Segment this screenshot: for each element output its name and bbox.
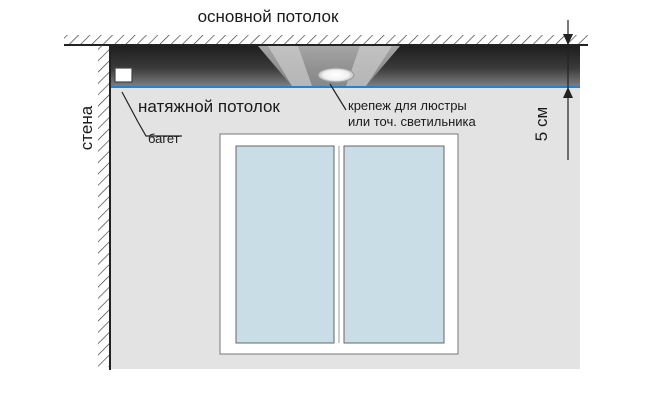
mount-label-line1: крепеж для люстры xyxy=(348,98,467,113)
window xyxy=(219,133,459,355)
mount-label-line2: или точ. светильника xyxy=(348,114,477,129)
main-ceiling-slab xyxy=(64,35,588,46)
wall-structure xyxy=(98,45,111,370)
spotlight-icon xyxy=(317,67,355,83)
baguette-leader xyxy=(121,91,182,137)
baguette-profile xyxy=(114,67,133,83)
main-ceiling-label: основной потолок xyxy=(198,7,339,26)
window-pane-right xyxy=(343,145,445,344)
gap-label: 5 см xyxy=(532,107,551,141)
window-pane-left xyxy=(235,145,335,344)
baguette-label: багет xyxy=(148,131,180,146)
wall-label: стена xyxy=(77,105,96,150)
chandelier-mount xyxy=(258,46,400,86)
mount-leader xyxy=(329,83,347,111)
stretch-ceiling-label: натяжной потолок xyxy=(138,97,280,116)
gap-dimension xyxy=(563,20,573,160)
